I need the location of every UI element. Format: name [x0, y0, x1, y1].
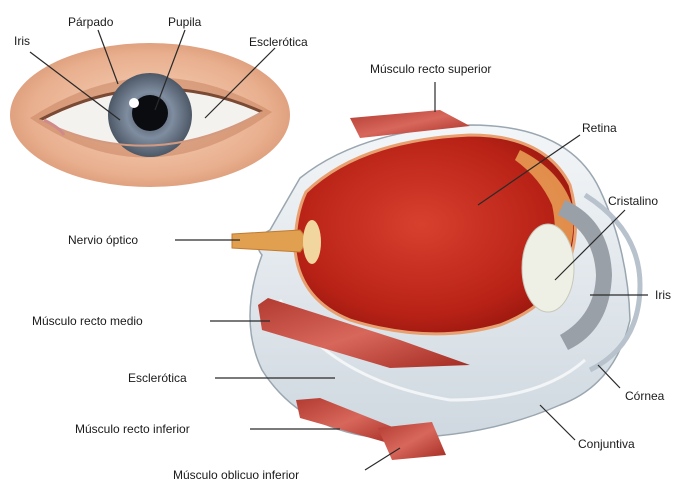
label-inferior-rectus: Músculo recto inferior [75, 422, 190, 436]
label-iris-section: Iris [655, 288, 671, 302]
label-optic-nerve: Nervio óptico [68, 233, 138, 247]
label-eyelid: Párpado [68, 15, 113, 29]
label-cornea: Córnea [625, 389, 664, 403]
label-medial-rectus: Músculo recto medio [32, 314, 143, 328]
external-eye [10, 43, 290, 187]
label-inferior-oblique: Músculo oblicuo inferior [173, 468, 299, 482]
label-sclera-external: Esclerótica [249, 35, 308, 49]
label-pupil: Pupila [168, 15, 201, 29]
label-conjunctiva: Conjuntiva [578, 437, 635, 451]
label-retina: Retina [582, 121, 617, 135]
label-sclera-section: Esclerótica [128, 371, 187, 385]
label-superior-rectus: Músculo recto superior [370, 62, 491, 76]
eyeball-cross-section [232, 125, 640, 438]
label-iris-external: Iris [14, 34, 30, 48]
optic-nerve-shape [232, 230, 305, 252]
label-lens: Cristalino [608, 194, 658, 208]
